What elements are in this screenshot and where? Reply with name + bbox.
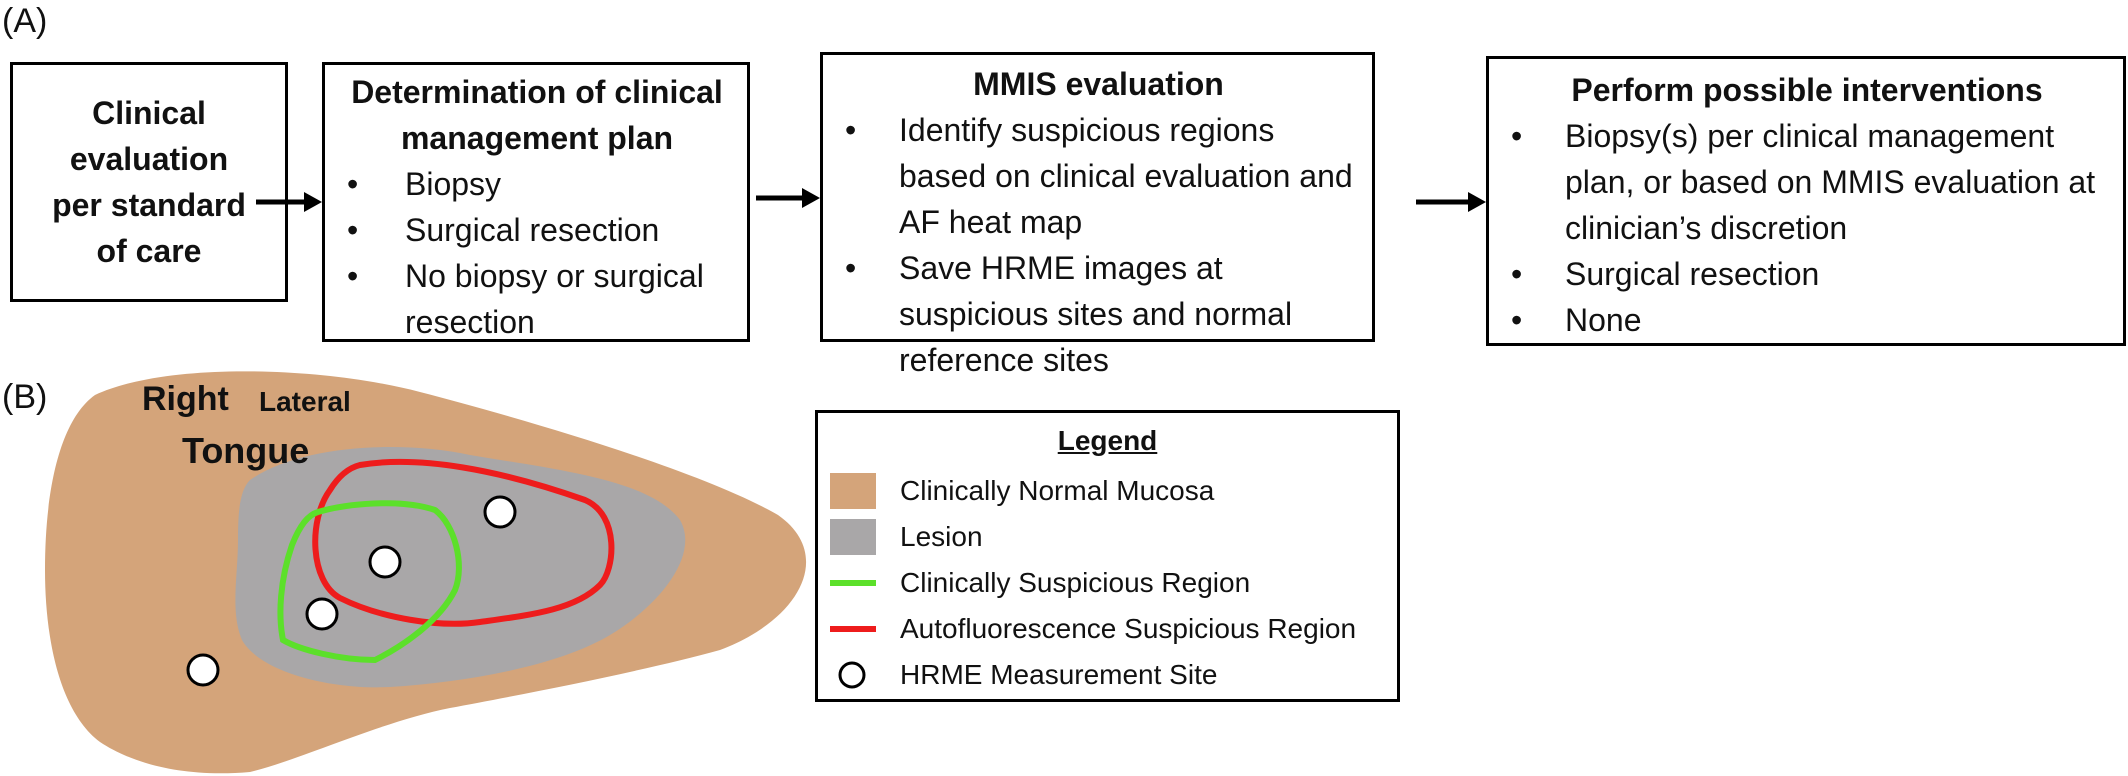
box3-list: Identify suspicious regions based on cli… [839, 107, 1358, 383]
legend-swatch-green-line [830, 580, 876, 586]
legend-label: Clinically Normal Mucosa [900, 475, 1215, 506]
box4-list: Biopsy(s) per clinical management plan, … [1505, 113, 2109, 343]
box1-line: per standard [52, 187, 246, 223]
legend-item-clinical-region: Clinically Suspicious Region [830, 562, 1250, 604]
panel-label-a: (A) [2, 2, 48, 40]
box4-title: Perform possible interventions [1571, 72, 2043, 108]
legend-item-normal-mucosa: Clinically Normal Mucosa [830, 470, 1214, 512]
legend-label: Clinically Suspicious Region [900, 567, 1251, 598]
legend: Legend Clinically Normal Mucosa Lesion C… [815, 410, 1400, 702]
tongue-title-lateral: Lateral [259, 386, 351, 417]
legend-swatch-lesion [830, 519, 876, 555]
box1-line: Clinical [92, 95, 206, 131]
legend-swatch-mucosa [830, 473, 876, 509]
list-item: Biopsy [341, 161, 733, 207]
legend-label: Autofluorescence Suspicious Region [900, 613, 1357, 644]
flow-arrow-1 [256, 192, 322, 212]
box2-title: Determination of clinical management pla… [341, 69, 733, 161]
flow-arrow-2 [756, 188, 820, 208]
box1-line: evaluation [69, 141, 229, 177]
flow-box-management-plan: Determination of clinical management pla… [322, 62, 750, 342]
box1-title: Clinical evaluation per standard of care [52, 90, 246, 274]
legend-item-hrme-site: HRME Measurement Site [830, 654, 1217, 696]
list-item: No biopsy or surgical resection [341, 253, 733, 345]
tongue-title-right: Right [142, 380, 229, 418]
tongue-title-tongue: Tongue [182, 430, 310, 471]
legend-swatch-red-line [830, 626, 876, 632]
hrme-site-marker [305, 597, 339, 631]
box3-title: MMIS evaluation [973, 66, 1224, 102]
legend-label: HRME Measurement Site [900, 659, 1218, 690]
box2-title-line: management plan [400, 120, 674, 156]
legend-item-lesion: Lesion [830, 516, 983, 558]
list-item: Save HRME images at suspicious sites and… [839, 245, 1358, 383]
list-item: None [1505, 297, 2109, 343]
tongue-diagram [45, 371, 807, 774]
flow-box-mmis-evaluation: MMIS evaluation Identify suspicious regi… [820, 52, 1375, 378]
list-item: Surgical resection [1505, 251, 2109, 297]
legend-title: Legend [1057, 425, 1158, 456]
box2-title-line: Determination of clinical [351, 74, 723, 110]
panel-label-b: (B) [2, 378, 48, 416]
flow-arrow-3 [1416, 192, 1486, 212]
flow-box-clinical-evaluation: Clinical evaluation per standard of care [10, 62, 288, 302]
box2-list: Biopsy Surgical resection No biopsy or s… [341, 161, 733, 345]
hrme-site-marker [186, 653, 220, 687]
legend-label: Lesion [900, 521, 983, 552]
hrme-site-marker [483, 495, 517, 529]
flow-box-interventions: Perform possible interventions Biopsy(s)… [1486, 56, 2126, 346]
list-item: Surgical resection [341, 207, 733, 253]
clinical-suspicious-region-outline [277, 500, 462, 664]
list-item: Biopsy(s) per clinical management plan, … [1505, 113, 2109, 251]
list-item: Identify suspicious regions based on cli… [839, 107, 1358, 245]
legend-item-af-region: Autofluorescence Suspicious Region [830, 608, 1356, 650]
legend-circle-icon [838, 661, 866, 689]
hrme-site-marker [368, 545, 402, 579]
af-suspicious-region-outline [312, 458, 615, 627]
box1-line: of care [96, 233, 202, 269]
